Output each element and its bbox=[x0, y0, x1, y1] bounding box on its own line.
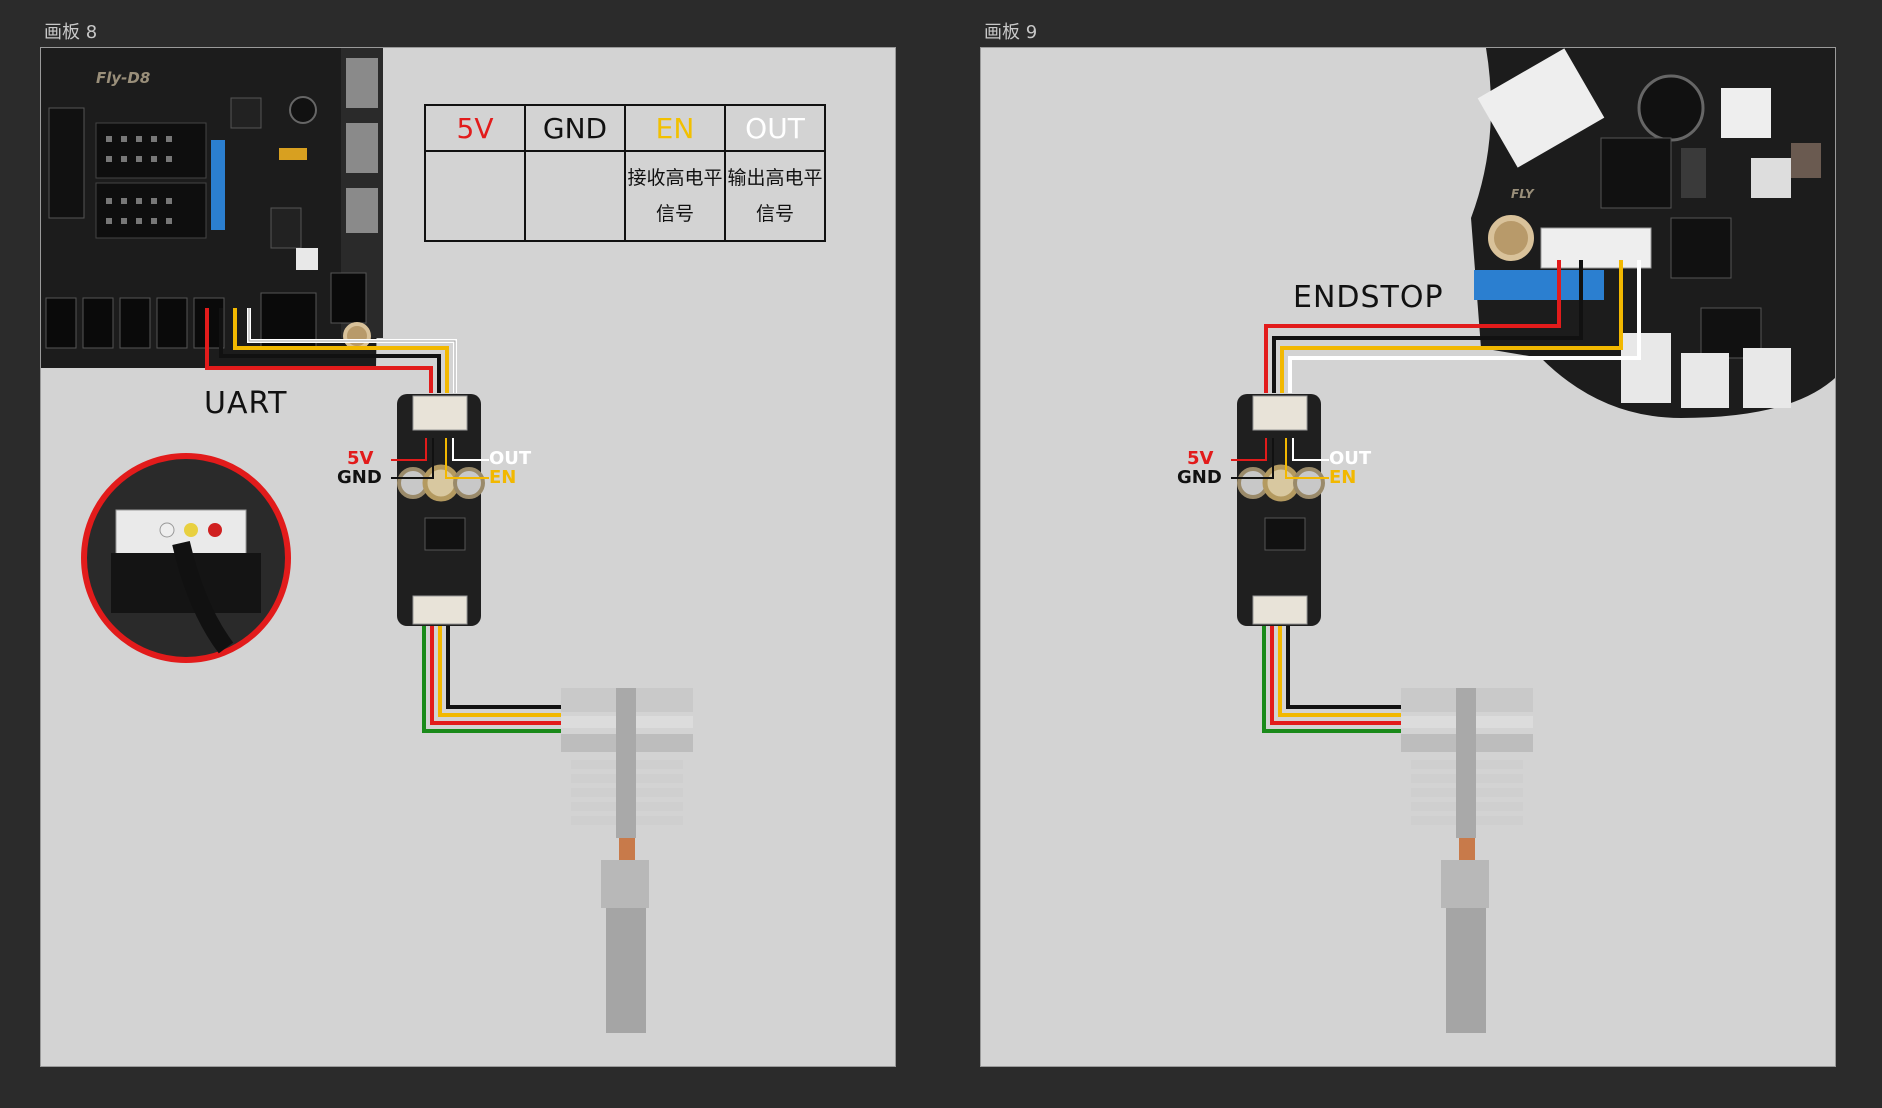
table-header-gnd: GND bbox=[524, 104, 626, 152]
uart-wires bbox=[205, 308, 457, 393]
pin-leaders-2 bbox=[1231, 438, 1329, 479]
artboard-9-title[interactable]: 画板 9 bbox=[984, 22, 1038, 43]
table-cell-en: 接收高电平信号 bbox=[624, 150, 726, 242]
pin-leaders bbox=[391, 438, 489, 479]
artboard-8[interactable]: Fly-D8 bbox=[40, 47, 896, 1067]
table-header-5v: 5V bbox=[424, 104, 526, 152]
pin-label-gnd-2: GND bbox=[1177, 467, 1222, 488]
pin-label-out-2: OUT bbox=[1329, 448, 1372, 469]
table-cell-gnd bbox=[524, 150, 626, 242]
sensor-module-board-2 bbox=[1237, 394, 1325, 626]
artboard-8-title[interactable]: 画板 8 bbox=[44, 22, 98, 43]
endstop-label: ENDSTOP bbox=[1293, 280, 1444, 315]
artboard-9-illustration: FLY bbox=[1231, 48, 1835, 1033]
board-silkscreen-label: Fly-D8 bbox=[96, 69, 150, 87]
table-header-en: EN bbox=[624, 104, 726, 152]
artboard-8-illustration: Fly-D8 bbox=[41, 48, 693, 1033]
fly-toolhead-board: FLY bbox=[1471, 48, 1835, 418]
pin-label-gnd: GND bbox=[337, 467, 382, 488]
fly-d8-mainboard: Fly-D8 bbox=[41, 48, 383, 368]
sensor-to-heater-wires-2 bbox=[1262, 626, 1401, 733]
endstop-wires bbox=[1264, 260, 1641, 393]
hotend-heatsink bbox=[561, 688, 693, 1033]
pin-label-en-2: EN bbox=[1329, 467, 1357, 488]
table-header-out: OUT bbox=[724, 104, 826, 152]
pin-definition-table: 5V GND EN OUT 接收高电平信号 输出高电平信号 bbox=[424, 104, 826, 242]
pin-label-5v-2: 5V bbox=[1187, 448, 1214, 469]
pin-label-out: OUT bbox=[489, 448, 532, 469]
sensor-to-heater-wires bbox=[422, 626, 561, 733]
toolhead-silkscreen-label: FLY bbox=[1511, 187, 1535, 201]
table-cell-5v bbox=[424, 150, 526, 242]
sensor-module-board bbox=[397, 394, 485, 626]
connector-zoom-inset bbox=[81, 453, 291, 663]
artboard-9[interactable]: FLY bbox=[980, 47, 1836, 1067]
pin-label-en: EN bbox=[489, 467, 517, 488]
uart-label: UART bbox=[204, 386, 288, 421]
hotend-heatsink-2 bbox=[1401, 688, 1533, 1033]
table-cell-out: 输出高电平信号 bbox=[724, 150, 826, 242]
pin-label-5v: 5V bbox=[347, 448, 374, 469]
